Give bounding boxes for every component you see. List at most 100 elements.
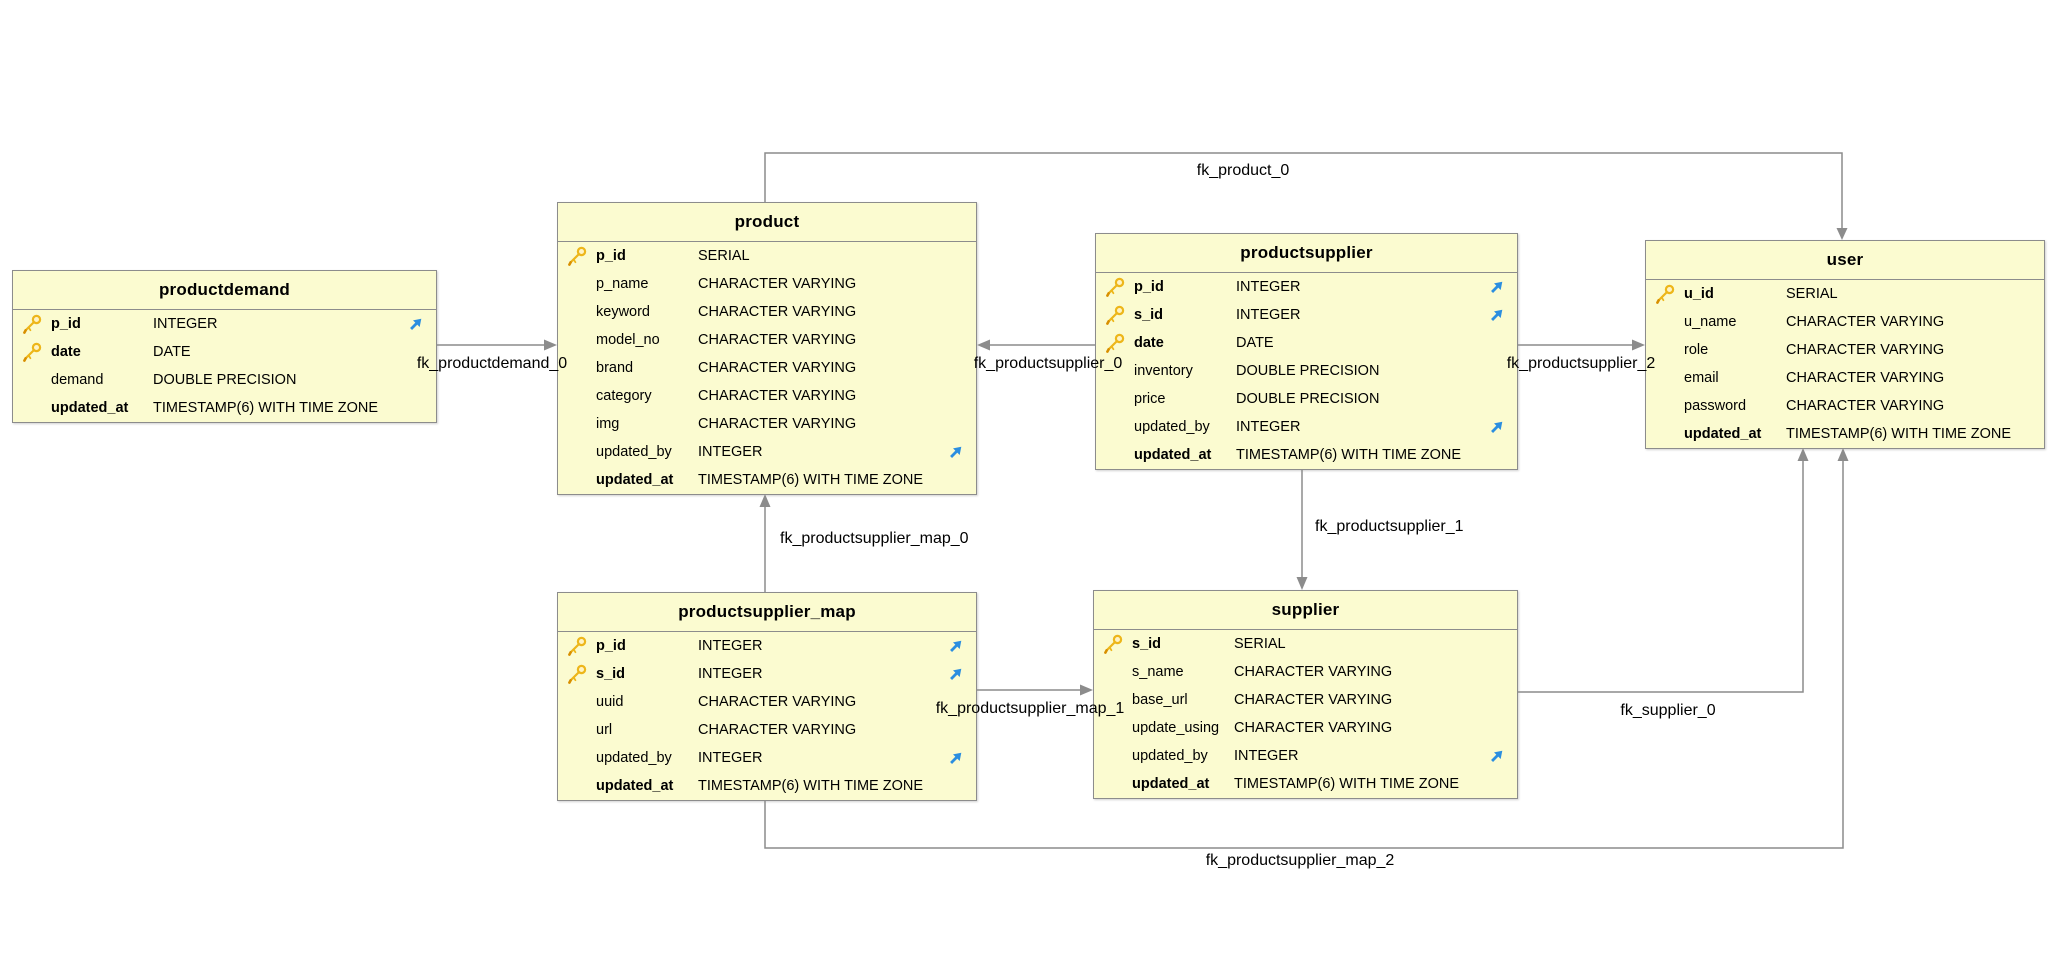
field-name: date: [51, 344, 81, 360]
field-name: updated_at: [51, 400, 129, 416]
field-type: CHARACTER VARYING: [1786, 398, 1945, 414]
field-row-product-model_no[interactable]: model_no CHARACTER VARYING: [558, 326, 976, 354]
field-type: TIMESTAMP(6) WITH TIME ZONE: [698, 472, 924, 488]
field-name: p_id: [596, 248, 626, 264]
relationship-label-fk_productsupplier_2[interactable]: fk_productsupplier_2: [1506, 355, 1656, 372]
field-name: url: [596, 722, 613, 738]
field-type: SERIAL: [1234, 636, 1286, 652]
primary-key-icon: [1096, 276, 1134, 298]
field-name: demand: [51, 372, 104, 388]
field-type: INTEGER: [698, 750, 763, 766]
field-row-product-p_id[interactable]: p_id SERIAL: [558, 242, 976, 270]
field-name: s_name: [1132, 664, 1184, 680]
relationship-label-fk_productsupplier_0[interactable]: fk_productsupplier_0: [973, 355, 1123, 372]
field-type: CHARACTER VARYING: [698, 304, 857, 320]
field-type: DATE: [1236, 335, 1274, 351]
foreign-key-arrow-icon: [946, 664, 966, 684]
field-type: TIMESTAMP(6) WITH TIME ZONE: [1234, 776, 1460, 792]
field-type: TIMESTAMP(6) WITH TIME ZONE: [153, 400, 379, 416]
relationship-label-fk_productsupplier_map_0[interactable]: fk_productsupplier_map_0: [780, 530, 969, 547]
relationship-label-fk_productdemand_0[interactable]: fk_productdemand_0: [416, 355, 568, 372]
relationship-label-fk_productsupplier_map_2[interactable]: fk_productsupplier_map_2: [1205, 852, 1395, 869]
field-name: model_no: [596, 332, 660, 348]
field-row-supplier-updated_at[interactable]: updated_at TIMESTAMP(6) WITH TIME ZONE: [1094, 770, 1517, 798]
field-name: update_using: [1132, 720, 1220, 736]
fk-supplier-0-line[interactable]: [1518, 460, 1804, 693]
field-type: CHARACTER VARYING: [698, 694, 857, 710]
field-type: INTEGER: [153, 316, 218, 332]
fk-productsupplier-map-2-arrowhead: [1837, 448, 1849, 461]
relationship-label-fk_product_0[interactable]: fk_product_0: [1196, 162, 1290, 179]
field-name: price: [1134, 391, 1166, 407]
field-type: CHARACTER VARYING: [698, 360, 857, 376]
field-row-productsupplier-price[interactable]: price DOUBLE PRECISION: [1096, 385, 1517, 413]
field-name: category: [596, 388, 652, 404]
field-name: s_id: [596, 666, 626, 682]
field-name: updated_at: [1132, 776, 1210, 792]
primary-key-icon: [13, 341, 51, 363]
field-row-supplier-update_using[interactable]: update_using CHARACTER VARYING: [1094, 714, 1517, 742]
field-name: role: [1684, 342, 1709, 358]
field-type: DOUBLE PRECISION: [1236, 391, 1380, 407]
foreign-key-arrow-icon: [406, 314, 426, 334]
relationship-label-fk_productsupplier_map_1[interactable]: fk_productsupplier_map_1: [935, 700, 1125, 717]
field-type: SERIAL: [698, 248, 750, 264]
fk-product-0-arrowhead: [1836, 228, 1848, 240]
relationship-label-fk_productsupplier_1[interactable]: fk_productsupplier_1: [1315, 518, 1464, 535]
field-type: CHARACTER VARYING: [698, 332, 857, 348]
fk-supplier-0-arrowhead: [1797, 448, 1809, 461]
table-title: supplier: [1094, 591, 1517, 630]
table-title: product: [558, 203, 976, 242]
foreign-key-arrow-icon: [1487, 305, 1507, 325]
field-name: updated_by: [596, 444, 672, 460]
field-type: CHARACTER VARYING: [698, 416, 857, 432]
field-type: SERIAL: [1786, 286, 1838, 302]
field-type: CHARACTER VARYING: [698, 276, 857, 292]
field-type: CHARACTER VARYING: [1234, 720, 1393, 736]
relationship-label-fk_supplier_0[interactable]: fk_supplier_0: [1620, 702, 1716, 719]
primary-key-icon: [1646, 283, 1684, 305]
field-row-productdemand-updated_at[interactable]: updated_at TIMESTAMP(6) WITH TIME ZONE: [13, 394, 436, 422]
field-name: p_id: [1134, 279, 1164, 295]
